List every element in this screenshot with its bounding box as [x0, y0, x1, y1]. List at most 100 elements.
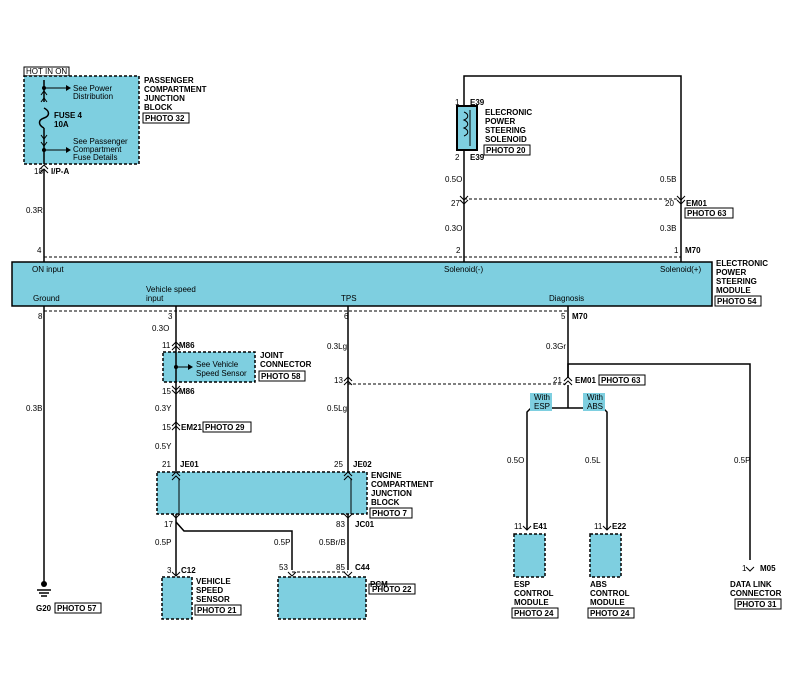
- dlc-title-1: DATA LINK: [730, 580, 772, 589]
- joint-photo: PHOTO 58: [261, 372, 301, 381]
- connector-chevron: [459, 195, 469, 201]
- module-title-1: ELECTRONIC: [716, 259, 768, 268]
- module-vss-input-2: input: [146, 294, 164, 303]
- ground-photo-box: [54, 602, 102, 614]
- engine-photo: PHOTO 7: [372, 509, 408, 518]
- pcm-photo: PHOTO 22: [372, 585, 412, 594]
- engine-pin-83: 83: [336, 520, 345, 529]
- connector-chevron: [171, 421, 181, 427]
- joint-title-1: JOINT: [260, 351, 284, 360]
- with-abs-1: With: [587, 393, 603, 402]
- abs-pin: 11: [594, 522, 603, 531]
- je01-pin: 21: [162, 460, 171, 469]
- wire-to-pcm-left: [175, 521, 293, 570]
- vehicle-speed-sensor: [161, 576, 193, 620]
- ref-arrow-top-icon: [42, 85, 71, 91]
- solenoid-title-4: SOLENOID: [485, 135, 527, 144]
- joint-title-2: CONNECTOR: [260, 360, 312, 369]
- wire-label-0-3b: 0.3B: [660, 224, 676, 233]
- wire-label-0-5o: 0.5O: [445, 175, 462, 184]
- module-connector-bottom: M70: [572, 312, 588, 321]
- joint-connector-bottom: M86: [179, 387, 195, 396]
- pin-4: 4: [37, 246, 42, 255]
- em21-label: EM21: [181, 423, 202, 432]
- module-diagnosis: Diagnosis: [549, 294, 584, 303]
- module-solenoid-plus: Solenoid(+): [660, 265, 701, 274]
- module-title-2: POWER: [716, 268, 746, 277]
- pcjb-photo: PHOTO 32: [145, 114, 185, 123]
- wire-label-0-3b-ground: 0.3B: [26, 404, 42, 413]
- solenoid-title-2: POWER: [485, 117, 515, 126]
- abs-title-3: MODULE: [590, 598, 625, 607]
- pcm-pin-53: 53: [279, 563, 288, 572]
- wire-to-dlc: [567, 363, 751, 560]
- with-esp-badge: [530, 393, 552, 411]
- je02-label: JE02: [353, 460, 372, 469]
- pin-2: 2: [456, 246, 461, 255]
- module-on-input: ON input: [32, 265, 64, 274]
- wire-label-0-5br-b: 0.5Br/B: [319, 538, 346, 547]
- vss-title-1: VEHICLE: [196, 577, 231, 586]
- esp-module: [513, 533, 546, 578]
- wire-label-0-5o-esp: 0.5O: [507, 456, 524, 465]
- connector-chevron: [343, 471, 353, 477]
- module-photo: PHOTO 54: [717, 297, 757, 306]
- pin-5: 5: [561, 312, 566, 321]
- pcm-photo-box: [368, 583, 416, 595]
- connector-chevron: [563, 380, 573, 386]
- connector-chevron: [563, 376, 573, 382]
- esp-photo-box: [511, 607, 559, 619]
- wire-label-0-3gr: 0.3Gr: [546, 342, 566, 351]
- solenoid-photo: PHOTO 20: [486, 146, 526, 155]
- steering-module: [11, 261, 713, 307]
- em01-photo-box-top: [684, 207, 734, 219]
- connector-chevron: [676, 195, 686, 201]
- vss-title-2: SPEED: [196, 586, 223, 595]
- connector-chevron: [522, 525, 532, 531]
- joint-pin-15: 15: [162, 387, 171, 396]
- pin-8: 8: [38, 312, 43, 321]
- module-vss-input-1: Vehicle speed: [146, 285, 196, 294]
- joint-connector-top: M86: [179, 341, 195, 350]
- module-title-4: MODULE: [716, 286, 751, 295]
- pcm-box: [277, 576, 367, 620]
- dlc-photo: PHOTO 31: [737, 600, 777, 609]
- module-solenoid-minus: Solenoid(-): [444, 265, 483, 274]
- em21-photo-box: [202, 421, 252, 433]
- wire-label-0-5lg: 0.5Lg: [327, 404, 347, 413]
- connector-chevron: [602, 525, 612, 531]
- diag-em01: EM01: [575, 376, 596, 385]
- vss-title-3: SENSOR: [196, 595, 230, 604]
- wire-label-0-5p-dlc: 0.5P: [734, 456, 750, 465]
- em01-photo-top: PHOTO 63: [687, 209, 727, 218]
- esp-photo: PHOTO 24: [514, 609, 554, 618]
- abs-photo-box: [587, 607, 635, 619]
- wire-esp-abs-split: [526, 407, 608, 530]
- solenoid-pin-1: 1: [455, 98, 460, 107]
- pcjb-title-1: PASSENGER: [144, 76, 194, 85]
- connector-chevron: [171, 471, 181, 477]
- solenoid-title-3: STEERING: [485, 126, 526, 135]
- ground-label: G20: [36, 604, 52, 613]
- engine-junction-block: [156, 471, 368, 515]
- pcjb-title-4: BLOCK: [144, 103, 173, 112]
- wire-label-0-3lg: 0.3Lg: [327, 342, 347, 351]
- module-connector-top: M70: [685, 246, 701, 255]
- ref-fuse-details-3: Fuse Details: [73, 153, 117, 162]
- ref-power-distribution-2: Distribution: [73, 92, 113, 101]
- esp-title-2: CONTROL: [514, 589, 554, 598]
- connector-chevron: [171, 571, 181, 577]
- connector-chevron: [39, 164, 49, 170]
- ref-arrow-bottom-icon: [42, 147, 71, 153]
- wire-label-0-3y: 0.3Y: [155, 404, 172, 413]
- with-abs-badge: [583, 393, 605, 411]
- em21-photo: PHOTO 29: [205, 423, 245, 432]
- hot-in-on-label: HOT IN ON: [26, 67, 67, 76]
- jc01-label: JC01: [355, 520, 375, 529]
- vss-photo: PHOTO 21: [197, 606, 237, 615]
- solenoid-pin-2: 2: [455, 153, 460, 162]
- em01-label-top: EM01: [686, 199, 707, 208]
- pcjb-title-2: COMPARTMENT: [144, 85, 207, 94]
- module-photo-box: [714, 295, 762, 307]
